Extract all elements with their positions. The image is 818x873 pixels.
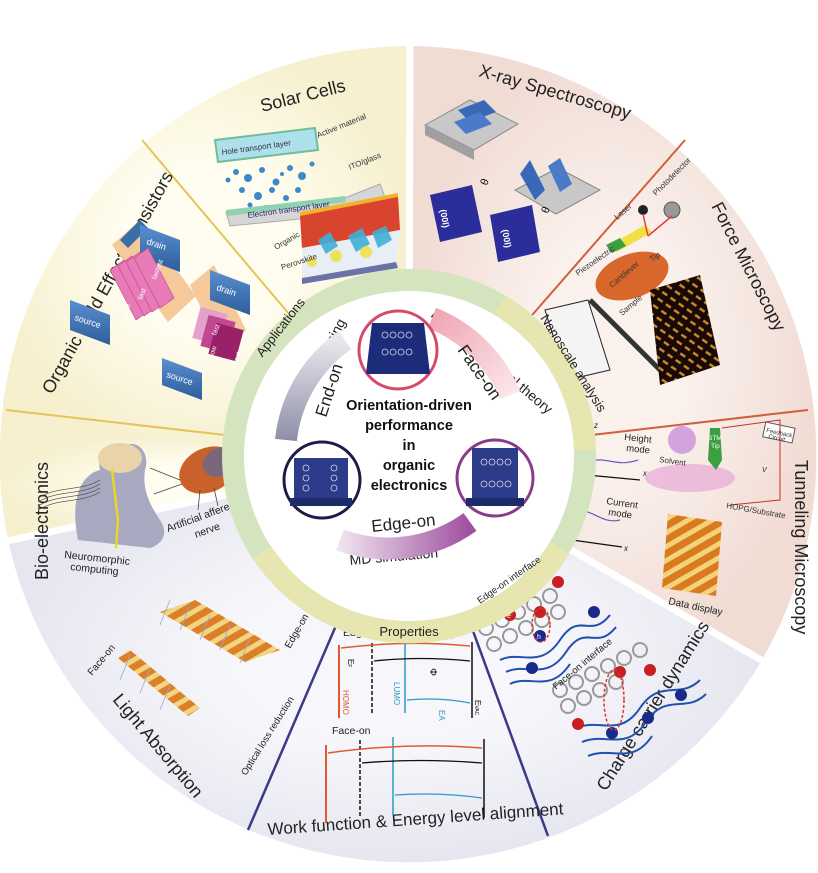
stm-axis-z: z xyxy=(593,421,598,430)
fast-label-2: fast xyxy=(211,324,221,337)
xray-miller-1: (00l) xyxy=(438,209,451,229)
nanoscale-ring-band xyxy=(494,295,596,451)
afm-sample xyxy=(595,251,669,301)
stm-illustration: Height mode z x Current mode I x STM Tip… xyxy=(571,419,796,618)
homo-label: HOMO xyxy=(341,690,350,715)
molecular-monolayer xyxy=(645,464,735,492)
xray-theta-2: θ xyxy=(540,205,553,215)
orientation-ring: Face-on Edge-on End-on xyxy=(275,307,521,560)
bio-electronics-title: Bio-electronics xyxy=(32,462,52,580)
center-title-line-1: Orientation-driven xyxy=(346,398,472,414)
energy-face-on-label: Face-on xyxy=(332,725,371,737)
human-head xyxy=(75,444,165,548)
height-mode-label-2: mode xyxy=(626,443,651,456)
properties-sector xyxy=(8,456,762,863)
slow-label-2: slow xyxy=(207,344,219,360)
center-title: Orientation-driven performance in organi… xyxy=(346,398,472,494)
evac-label: EVAC xyxy=(473,700,482,716)
stm-axis-x2: x xyxy=(623,544,629,553)
face-on-arc xyxy=(427,307,521,400)
diffraction-pattern-1 xyxy=(430,185,482,242)
stacked-molecules-face xyxy=(192,306,244,362)
edge-on-badge xyxy=(455,438,535,518)
hole-glyph: h xyxy=(537,634,541,641)
edge-on-film xyxy=(160,600,280,662)
phi-label: Φ xyxy=(427,668,438,676)
solvent-label: Solvent xyxy=(659,455,687,468)
center-title-line-5: electronics xyxy=(371,478,448,494)
drain-block-2 xyxy=(210,270,250,315)
brain xyxy=(98,443,142,473)
properties-ring-band xyxy=(252,542,570,644)
ofet-illustration: drain source fast fastest slow drain sou… xyxy=(70,220,250,400)
xray-illustration: (00l) θ (00l) θ xyxy=(423,99,602,262)
afm-image xyxy=(650,275,720,385)
ea-label: EA xyxy=(437,710,446,721)
computing-label: computing xyxy=(70,561,120,578)
current-mode-label-2: mode xyxy=(608,507,633,521)
face-on-film xyxy=(118,650,200,716)
music-staff xyxy=(37,479,101,511)
xray-miller-2: (00l) xyxy=(500,229,513,249)
stm-voltage-label: V xyxy=(762,467,768,474)
stm-data-image xyxy=(662,514,722,596)
current-mode-label: Current xyxy=(606,496,639,511)
end-on-arc xyxy=(275,330,352,442)
stm-title: Tunneling Microscopy xyxy=(791,460,811,634)
source-block-2 xyxy=(162,358,202,400)
source-block xyxy=(70,300,110,345)
slow-label: slow xyxy=(121,302,133,318)
light-rays xyxy=(119,599,251,711)
xray-theta-1: θ xyxy=(479,177,492,187)
stm-tip-label-2: Tip xyxy=(711,443,720,450)
edge-on-arc xyxy=(336,512,477,560)
center-title-line-4: organic xyxy=(383,458,435,474)
stm-tip xyxy=(708,428,722,470)
electron-glyph: e xyxy=(507,613,511,620)
properties-ring-label: Properties xyxy=(379,624,439,639)
lumo-label: LUMO xyxy=(392,682,401,705)
height-mode-label: Height xyxy=(624,432,653,446)
stacked-molecules-edge xyxy=(109,247,175,321)
ef-label: EF xyxy=(346,659,355,667)
end-on-badge xyxy=(282,440,362,520)
stm-tip-label: STM xyxy=(708,435,722,442)
face-on-badge xyxy=(357,309,439,391)
center-title-line-3: in xyxy=(403,438,416,454)
diffraction-pattern-2 xyxy=(490,205,540,262)
fast-label: fast xyxy=(137,288,147,301)
nerve-line xyxy=(110,469,120,549)
center-title-line-2: performance xyxy=(365,418,453,434)
stm-axis-x: x xyxy=(642,469,648,478)
feedback-circuit-label-2: Circuit xyxy=(768,434,786,443)
holes xyxy=(526,606,687,739)
